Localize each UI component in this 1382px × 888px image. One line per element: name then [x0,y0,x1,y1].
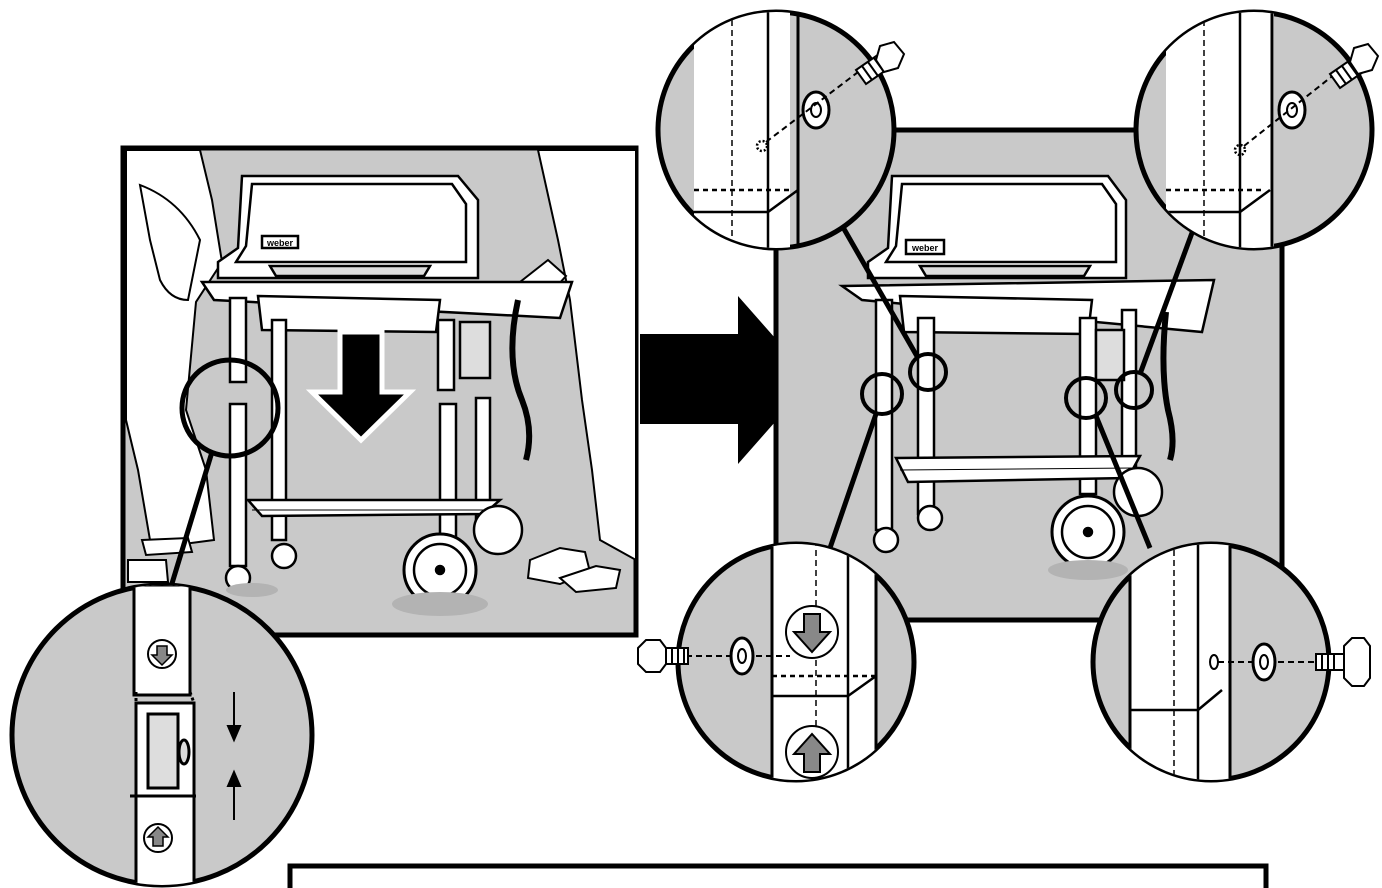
washer-icon [729,636,755,676]
detail-connector-lines [827,220,1199,549]
grill-logo-right: weber [911,243,939,253]
washer-icon [1251,642,1277,682]
bolt-icon [854,40,906,86]
bolt-icon [637,639,689,673]
washer-icon [801,90,831,130]
bolt-detail-bottom-right [1090,541,1371,783]
bolt-location-markers [860,352,1154,420]
bolt-icon [1315,637,1371,687]
grill-left: weber [199,174,574,608]
leg-alignment-detail [9,582,315,888]
caption-box [287,863,1269,888]
washer-icon [1277,90,1307,130]
bolt-detail-top-left [655,9,906,251]
bolt-icon [1328,42,1380,90]
arrow-down-badge-icon [785,605,839,659]
bolt-detail-top-right [1133,9,1380,251]
bolt-detail-bottom-left [637,541,917,783]
down-arrow-icon [305,329,417,444]
arrow-up-badge-icon [143,823,173,853]
left-panel: weber [120,145,639,638]
alignment-arrows [226,692,242,820]
grill-logo-left: weber [266,238,294,248]
grill-right: weber [838,174,1216,570]
detail-highlight-circle [179,357,281,459]
arrow-up-badge-icon [785,725,839,779]
arrow-down-badge-icon [147,639,177,669]
right-arrow-icon [640,296,812,464]
